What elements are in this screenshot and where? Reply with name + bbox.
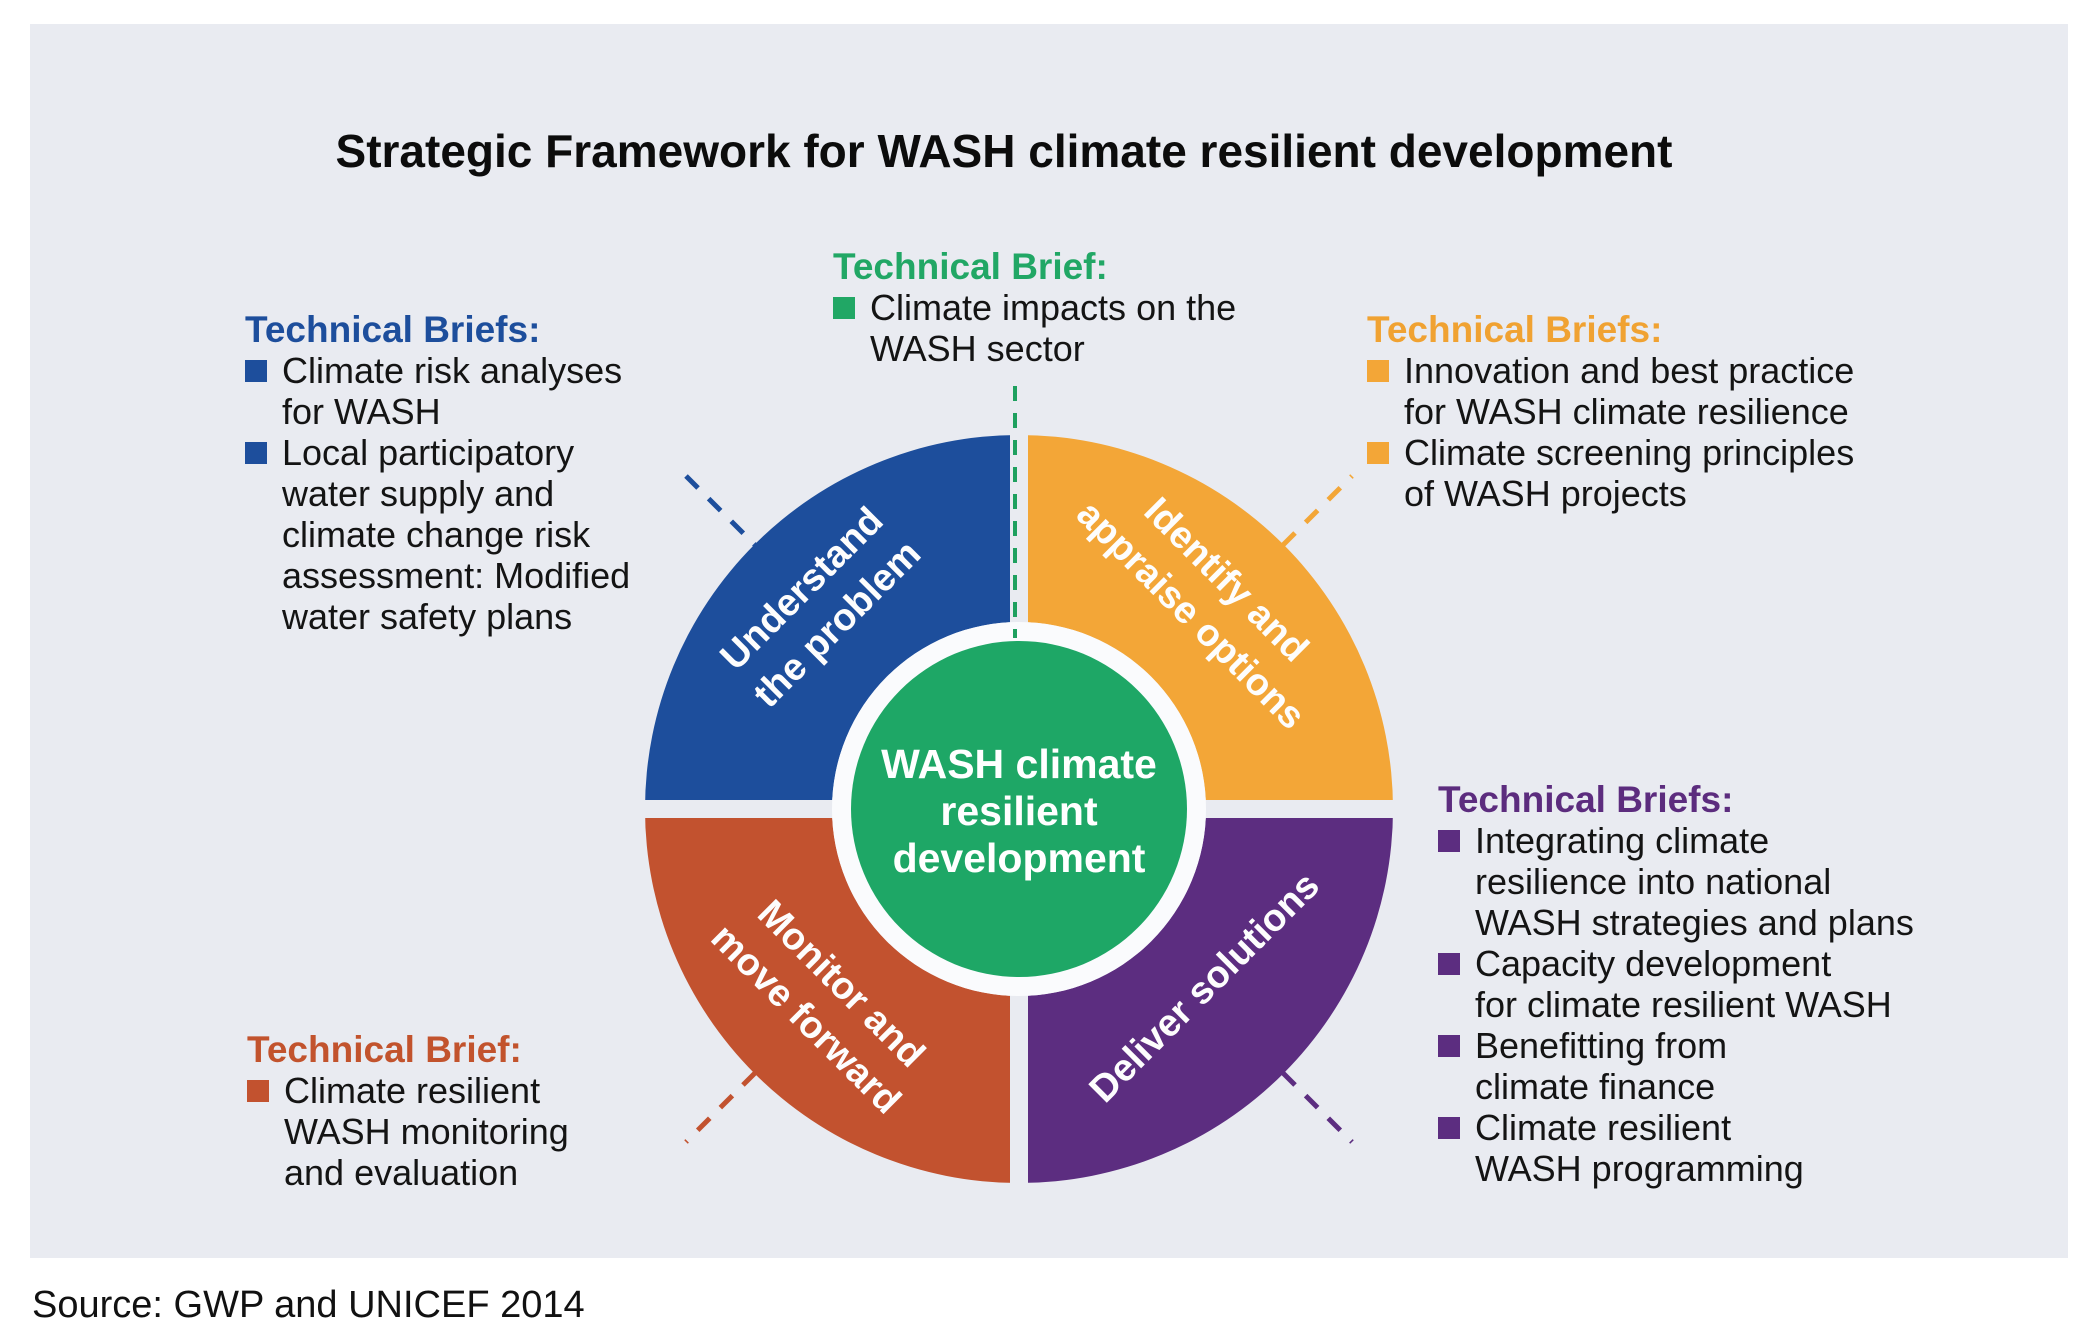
bullet-square-icon <box>1367 360 1389 382</box>
brief-block-center: Technical Brief: Climate impacts on the … <box>833 246 1236 369</box>
brief-block-monitor: Technical Brief: Climate resilient WASH … <box>247 1029 569 1193</box>
brief-item-text: Climate screening principles of WASH pro… <box>1404 432 1855 514</box>
bullet-square-icon <box>1367 442 1389 464</box>
bullet-square-icon <box>1438 830 1460 852</box>
list-item: Climate risk analyses for WASH <box>245 350 630 432</box>
brief-item-text: Capacity development for climate resilie… <box>1475 943 1892 1025</box>
brief-item-text: Innovation and best practice for WASH cl… <box>1404 350 1855 432</box>
bullet-square-icon <box>1438 953 1460 975</box>
brief-heading-identify: Technical Briefs: <box>1367 309 1663 350</box>
list-item: Integrating climate resilience into nati… <box>1438 820 1914 943</box>
list-item: Benefitting from climate finance <box>1438 1025 1914 1107</box>
brief-item-text: Climate resilient WASH programming <box>1475 1107 1804 1189</box>
diagram-panel: Strategic Framework for WASH climate res… <box>30 24 2068 1258</box>
brief-item-text: Benefitting from climate finance <box>1475 1025 1728 1107</box>
brief-item-text: Integrating climate resilience into nati… <box>1475 820 1914 943</box>
center-label-line1: WASH climate <box>881 741 1157 787</box>
brief-block-understand: Technical Briefs: Climate risk analyses … <box>245 309 630 637</box>
bullet-square-icon <box>247 1080 269 1102</box>
connector-dash-purple <box>1281 1071 1354 1144</box>
center-label-line2: resilient <box>940 788 1098 834</box>
connector-dash-orange <box>1281 474 1354 547</box>
framework-ring-diagram: Understand the problem Identify and appr… <box>641 386 1397 1187</box>
list-item: Climate impacts on the WASH sector <box>833 287 1236 369</box>
bullet-square-icon <box>1438 1035 1460 1057</box>
source-caption: Source: GWP and UNICEF 2014 <box>32 1284 585 1326</box>
brief-item-text: Climate risk analyses for WASH <box>282 350 623 432</box>
brief-heading-monitor: Technical Brief: <box>247 1029 522 1070</box>
brief-item-text: Climate resilient WASH monitoring and ev… <box>284 1070 569 1193</box>
bullet-square-icon <box>245 442 267 464</box>
connector-dash-red <box>684 1071 757 1144</box>
quadrant-deliver <box>1019 809 1393 1183</box>
brief-block-deliver: Technical Briefs: Integrating climate re… <box>1438 779 1914 1189</box>
brief-item-text: Climate impacts on the WASH sector <box>870 287 1237 369</box>
list-item: Capacity development for climate resilie… <box>1438 943 1914 1025</box>
page-title: Strategic Framework for WASH climate res… <box>335 125 1673 177</box>
bullet-square-icon <box>833 297 855 319</box>
connector-dash-blue <box>684 474 757 547</box>
brief-heading-deliver: Technical Briefs: <box>1438 779 1734 820</box>
list-item: Climate resilient WASH monitoring and ev… <box>247 1070 569 1193</box>
list-item: Climate screening principles of WASH pro… <box>1367 432 1854 514</box>
quadrant-monitor <box>645 809 1019 1183</box>
brief-heading-understand: Technical Briefs: <box>245 309 541 350</box>
brief-block-identify: Technical Briefs: Innovation and best pr… <box>1367 309 1854 514</box>
list-item: Climate resilient WASH programming <box>1438 1107 1914 1189</box>
list-item: Local participatory water supply and cli… <box>245 432 630 637</box>
brief-item-text: Local participatory water supply and cli… <box>282 432 631 637</box>
quadrant-understand <box>645 435 1019 809</box>
brief-heading-center: Technical Brief: <box>833 246 1108 287</box>
list-item: Innovation and best practice for WASH cl… <box>1367 350 1854 432</box>
center-circle <box>851 641 1187 977</box>
center-label-line3: development <box>893 835 1146 881</box>
bullet-square-icon <box>1438 1117 1460 1139</box>
quadrant-identify <box>1019 435 1393 809</box>
bullet-square-icon <box>245 360 267 382</box>
